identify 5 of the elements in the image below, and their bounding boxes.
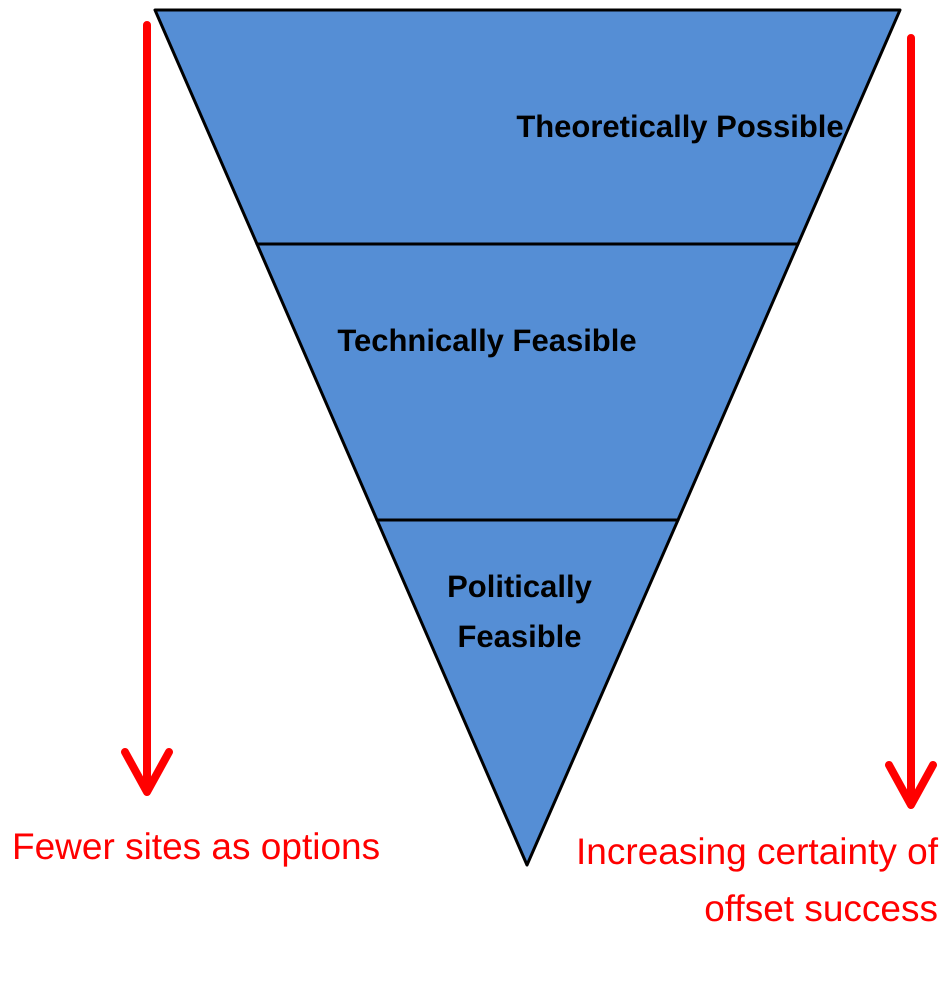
band-label: Theoretically Possible — [515, 108, 845, 146]
band-label: Technically Feasible — [336, 322, 638, 360]
band-label: Politically Feasible — [446, 568, 593, 656]
arrow-caption: Increasing certainty of offset success — [575, 830, 938, 931]
arrow-caption: Fewer sites as options — [12, 825, 382, 869]
